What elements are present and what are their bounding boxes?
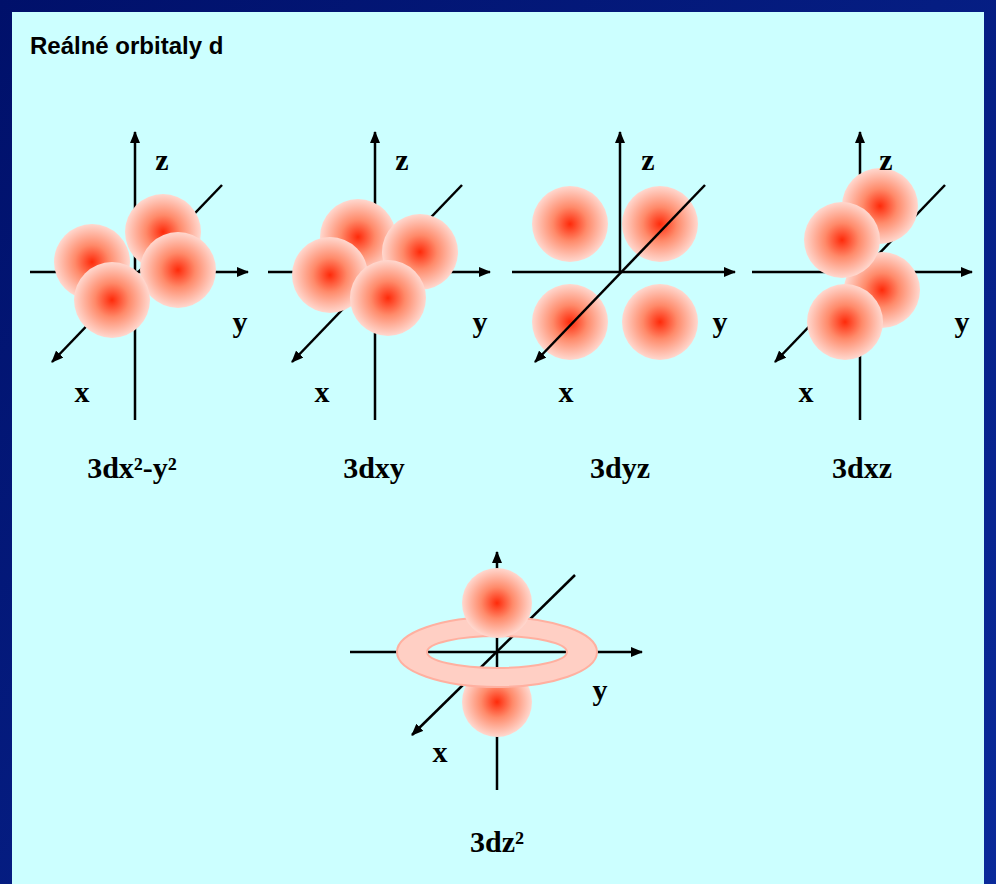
axis-label: x bbox=[799, 375, 814, 409]
orbital-dxz bbox=[752, 132, 972, 420]
axis-label: x bbox=[433, 735, 448, 769]
axis-label: y bbox=[233, 305, 248, 339]
orbital-name: 3dxy bbox=[343, 451, 405, 485]
orbital-name: 3dx²-y² bbox=[87, 451, 177, 485]
axis-label: x bbox=[559, 375, 574, 409]
axis-label: y bbox=[955, 305, 970, 339]
axis-label: z bbox=[155, 143, 168, 177]
axis-label: x bbox=[75, 375, 90, 409]
orbital-dxy bbox=[268, 132, 490, 420]
axis-label: z bbox=[395, 143, 408, 177]
slide-title: Reálné orbitaly d bbox=[30, 32, 223, 60]
axis-label: x bbox=[315, 375, 330, 409]
axes bbox=[512, 132, 735, 362]
orbital-name: 3dz² bbox=[470, 825, 524, 859]
axis-label: z bbox=[641, 143, 654, 177]
orbital-lobes bbox=[804, 168, 920, 360]
orbital-lobes bbox=[397, 568, 597, 737]
axis-label: y bbox=[713, 305, 728, 339]
orbital-lobes bbox=[54, 194, 216, 338]
orbital-name: 3dyz bbox=[590, 451, 650, 485]
axis-label: y bbox=[593, 673, 608, 707]
axis-label: y bbox=[473, 305, 488, 339]
orbital-dx2-y2 bbox=[30, 132, 248, 420]
orbital-dz2 bbox=[350, 552, 642, 790]
orbital-lobes bbox=[292, 199, 458, 336]
axis-label: z bbox=[879, 143, 892, 177]
orbital-name: 3dxz bbox=[832, 451, 892, 485]
